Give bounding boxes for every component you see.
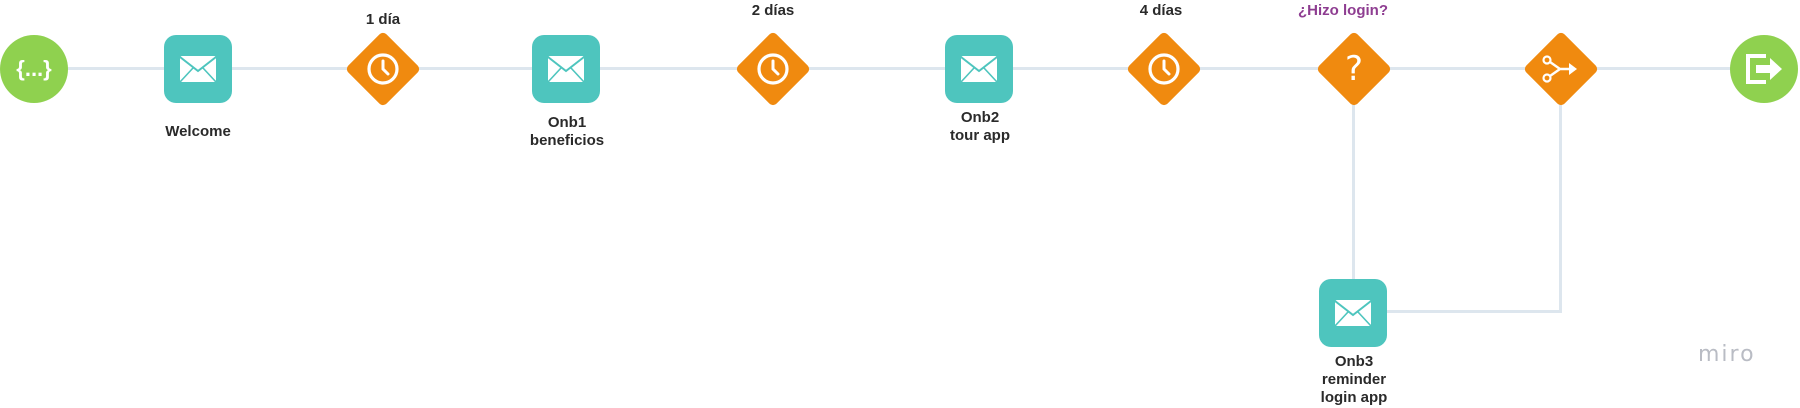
connector-decision-down (1352, 70, 1355, 312)
email-node-onb3[interactable] (1319, 279, 1387, 347)
envelope-icon (547, 56, 585, 83)
label-onb2: Onb2 tour app (950, 109, 1010, 144)
merge-node[interactable] (1522, 30, 1600, 108)
code-braces-icon: {...} (16, 56, 52, 81)
question-icon: ? (1344, 48, 1364, 89)
miro-watermark: miro (1698, 342, 1756, 367)
connector-onb3-right (1354, 310, 1562, 313)
email-node-welcome[interactable] (164, 35, 232, 103)
label-welcome: Welcome (165, 123, 231, 140)
clock-icon (757, 53, 789, 85)
wait-node-1[interactable] (344, 30, 422, 108)
email-node-onb1[interactable] (532, 35, 600, 103)
decision-node[interactable]: ? (1315, 30, 1393, 108)
label-wait-2: 2 días (751, 2, 795, 19)
envelope-icon (1334, 300, 1372, 327)
label-onb3: Onb3 reminder login app (1320, 353, 1388, 406)
end-node[interactable] (1730, 35, 1798, 103)
envelope-icon (179, 56, 217, 83)
wait-node-3[interactable] (1125, 30, 1203, 108)
start-node[interactable]: {...} (0, 35, 68, 103)
envelope-icon (960, 56, 998, 83)
wait-node-2[interactable] (734, 30, 812, 108)
email-node-onb2[interactable] (945, 35, 1013, 103)
label-onb1: Onb1 beneficios (529, 114, 605, 149)
clock-icon (367, 53, 399, 85)
label-wait-1: 1 día (365, 11, 401, 28)
split-arrows-icon (1542, 55, 1577, 83)
connector-merge-down (1559, 70, 1562, 313)
label-decision: ¿Hizo login? (1298, 2, 1388, 19)
clock-icon (1148, 53, 1180, 85)
exit-door-icon (1746, 54, 1782, 84)
connector-main-line (34, 67, 1764, 70)
label-wait-3: 4 días (1139, 2, 1183, 19)
